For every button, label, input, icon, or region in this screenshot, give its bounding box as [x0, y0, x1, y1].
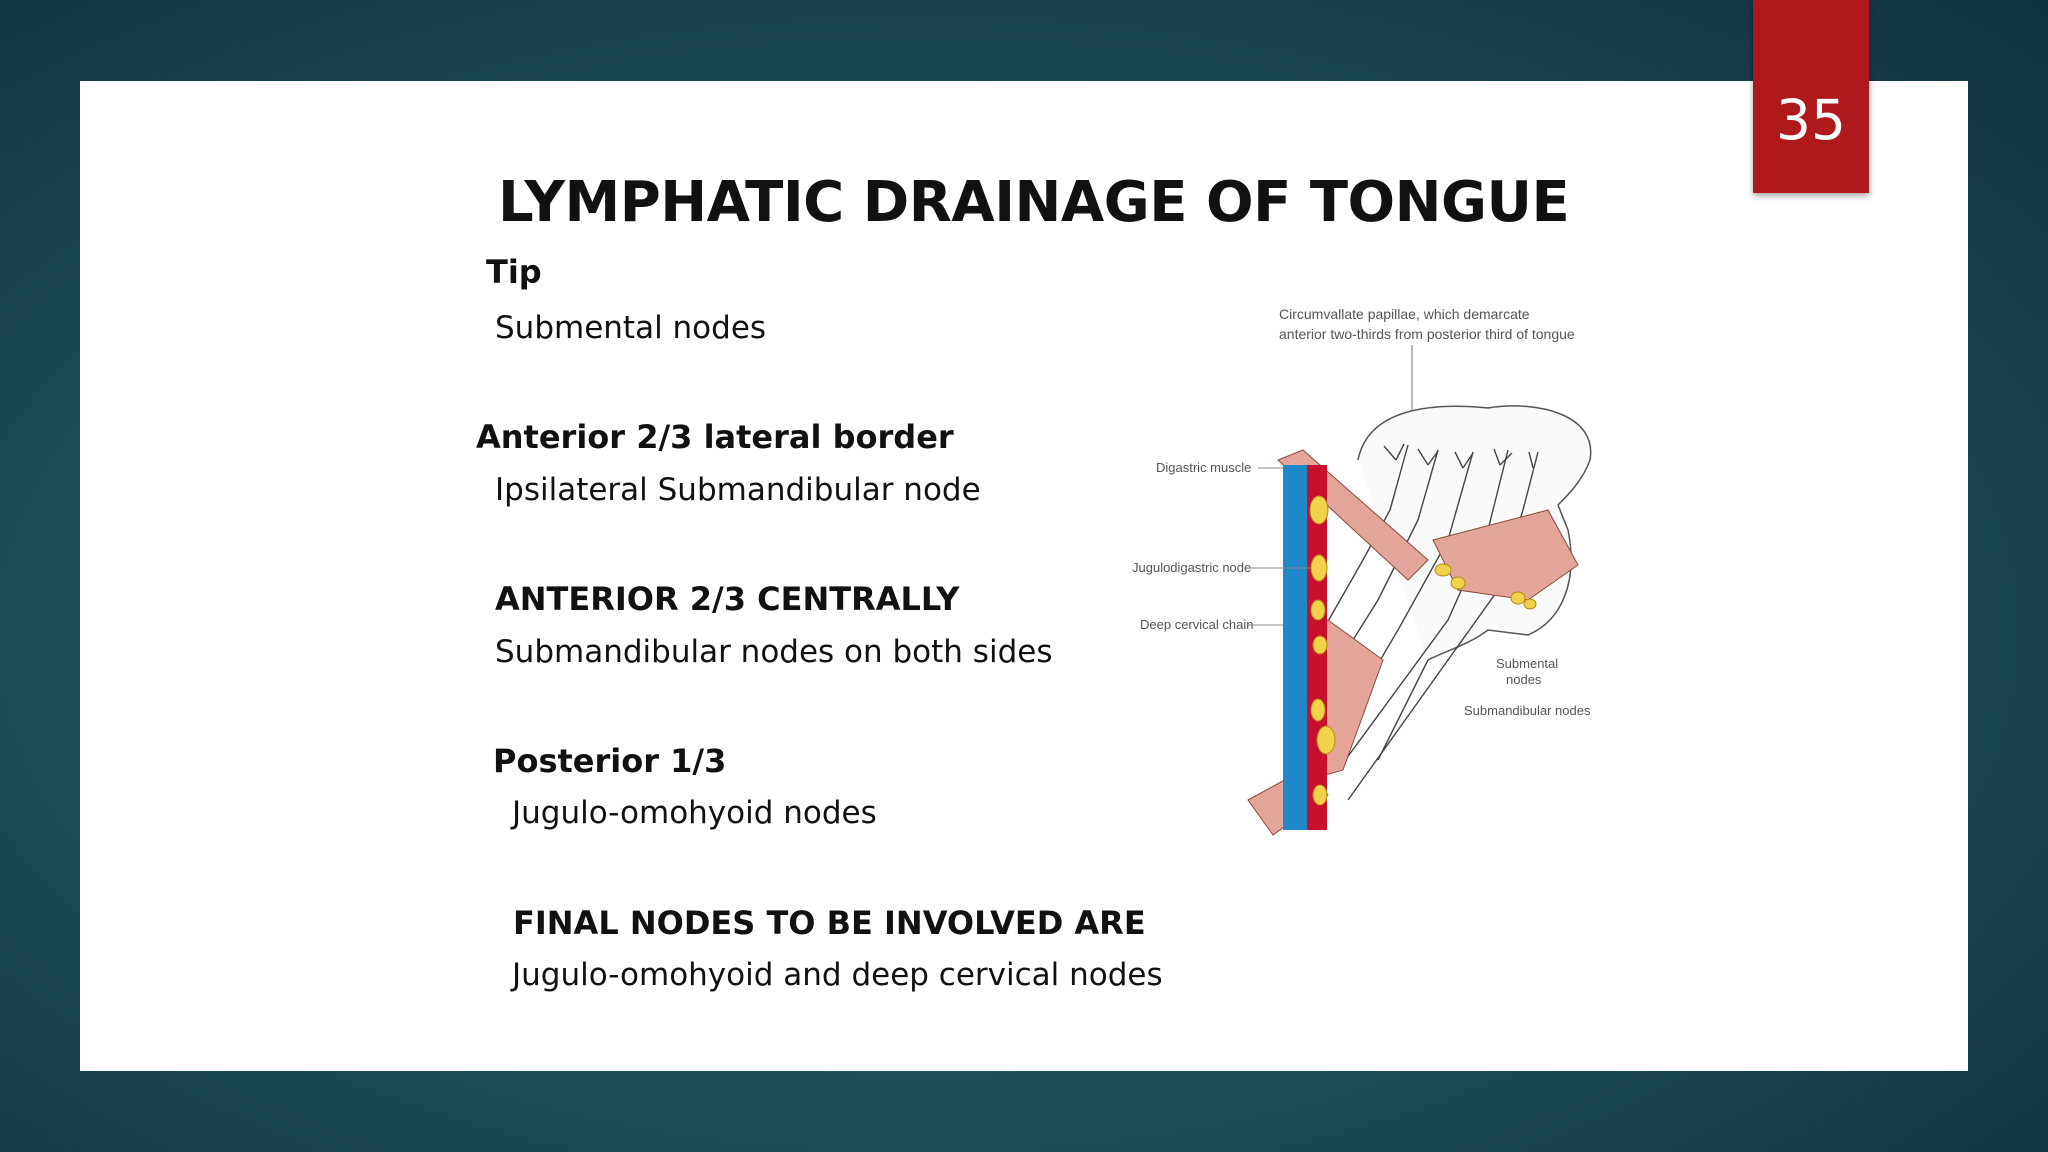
lymph-nodes	[1309, 495, 1537, 806]
figure-caption-line2: anterior two-thirds from posterior third…	[1279, 326, 1575, 342]
section-heading-anterior-lateral: Anterior 2/3 lateral border	[476, 418, 954, 456]
section-heading-tip: Tip	[486, 253, 542, 291]
section-text-posterior: Jugulo-omohyoid nodes	[512, 795, 877, 831]
tongue-lymphatics-diagram: Circumvallate papillae, which demarcate …	[1132, 306, 1592, 836]
label-deep-cervical-chain: Deep cervical chain	[1140, 617, 1253, 632]
section-text-tip: Submental nodes	[495, 310, 767, 346]
label-submental-nodes-2: nodes	[1506, 672, 1542, 687]
section-heading-final-nodes: FINAL NODES TO BE INVOLVED ARE	[513, 904, 1146, 942]
label-submental-nodes-1: Submental	[1496, 656, 1558, 671]
section-text-final-nodes: Jugulo-omohyoid and deep cervical nodes	[512, 957, 1163, 993]
section-heading-anterior-central: ANTERIOR 2/3 CENTRALLY	[495, 580, 960, 618]
label-submandibular-nodes: Submandibular nodes	[1464, 703, 1591, 718]
slide-title: LYMPHATIC DRAINAGE OF TONGUE	[498, 170, 1570, 235]
figure-caption-line1: Circumvallate papillae, which demarcate	[1279, 306, 1530, 322]
label-jugulodigastric-node: Jugulodigastric node	[1132, 560, 1251, 575]
label-digastric-muscle: Digastric muscle	[1156, 460, 1251, 475]
slide-canvas	[80, 81, 1968, 1071]
page-number-badge: 35	[1753, 0, 1869, 193]
section-text-anterior-central: Submandibular nodes on both sides	[495, 634, 1053, 670]
section-text-anterior-lateral: Ipsilateral Submandibular node	[495, 472, 981, 508]
section-heading-posterior: Posterior 1/3	[493, 742, 727, 780]
internal-jugular-vein	[1283, 465, 1307, 830]
